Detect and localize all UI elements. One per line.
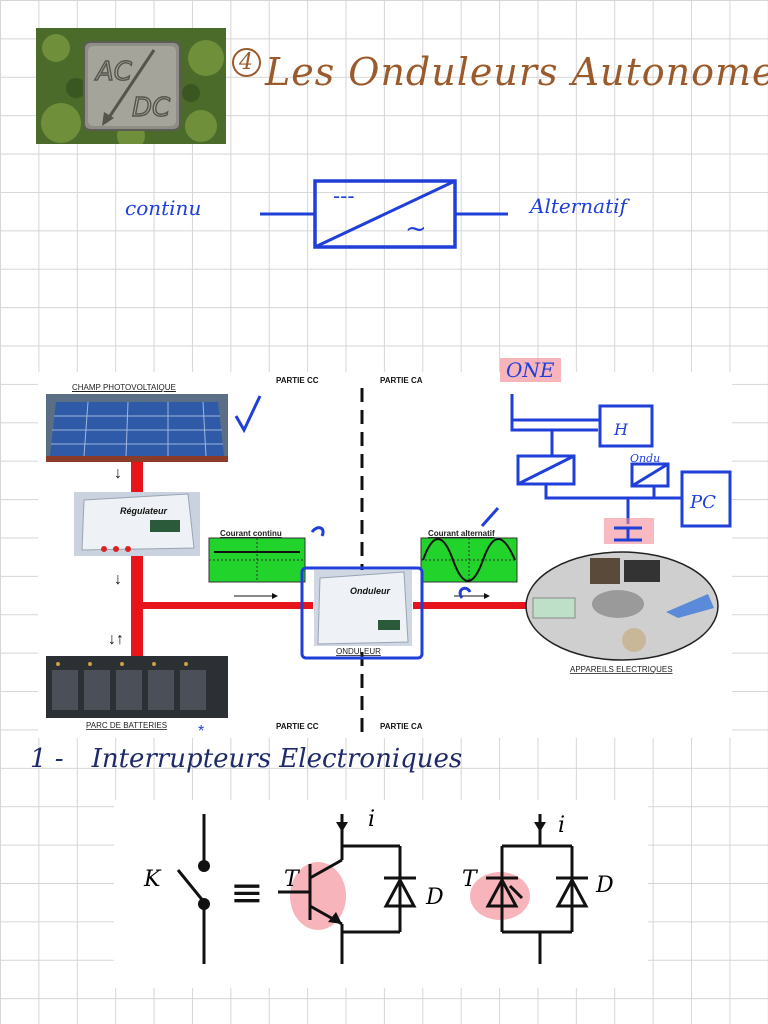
equivalence-sign: ≡: [230, 870, 264, 916]
partie-ca-bottom: PARTIE CA: [380, 722, 423, 731]
h-annotation: H: [613, 420, 629, 439]
onduleur-caption: ONDULEUR: [336, 647, 381, 656]
regulateur-label: Régulateur: [120, 506, 168, 516]
dc-symbol: ---: [333, 184, 355, 208]
appareils-image: [525, 551, 719, 661]
acdc-photo: AC DC: [36, 28, 226, 150]
solar-panel-image: [46, 394, 228, 462]
section-title: Interrupteurs Electroniques: [91, 744, 463, 774]
star-annotation: *: [198, 723, 204, 738]
courant-alternatif-label: Courant alternatif: [428, 529, 495, 538]
section-number: 1 -: [30, 744, 64, 774]
ondu-annotation: Ondu: [630, 452, 660, 465]
partie-cc-bottom: PARTIE CC: [276, 722, 319, 731]
parc-caption: PARC DE BATTERIES: [86, 721, 167, 730]
onduleur-box-label: Onduleur: [350, 586, 390, 596]
onduleur-image: Onduleur: [314, 570, 412, 646]
regulateur-image: Régulateur: [74, 492, 200, 556]
section-heading: 1 - Interrupteurs Electroniques: [30, 744, 462, 774]
courant-continu-label: Courant continu: [220, 529, 282, 538]
continu-label: continu: [125, 196, 202, 220]
pv-system-diagram: CHAMP PHOTOVOLTAIQUE PARTIE CC PARTIE CA…: [38, 372, 732, 738]
title-number: 4: [232, 48, 261, 77]
partie-cc-top: PARTIE CC: [276, 376, 319, 385]
partie-ca-top: PARTIE CA: [380, 376, 423, 385]
svg-text:↓↑: ↓↑: [108, 631, 124, 648]
t1-label: T: [284, 867, 301, 892]
svg-text:↓: ↓: [114, 571, 122, 588]
pc-annotation: PC: [689, 492, 716, 513]
one-annotation: ONE: [500, 358, 561, 382]
champ-caption: CHAMP PHOTOVOLTAIQUE: [72, 383, 176, 392]
converter-symbol: --- ~: [260, 179, 508, 249]
alternatif-label: Alternatif: [530, 194, 627, 218]
ac-symbol: ~: [405, 214, 427, 244]
i2-label: i: [558, 813, 565, 838]
courant-alternatif-panel: Courant alternatif: [420, 529, 518, 583]
photo-dc-text: DC: [132, 93, 171, 123]
k-label: K: [143, 867, 162, 892]
onduleur-highlight-box: [300, 566, 424, 660]
courant-continu-panel: Courant continu: [208, 529, 306, 583]
t2-label: T: [462, 867, 479, 892]
appareils-caption: APPAREILS ELECTRIQUES: [570, 665, 673, 674]
i1-label: i: [368, 807, 375, 832]
photo-ac-text: AC: [94, 57, 133, 87]
switch-circuit-diagram: K ≡ T D i T D i: [114, 800, 648, 988]
title-text: Les Onduleurs Autonomes: [265, 50, 768, 94]
svg-text:↓: ↓: [114, 465, 122, 482]
batteries-image: [46, 656, 228, 718]
d2-label: D: [595, 873, 614, 898]
d1-label: D: [425, 885, 444, 910]
